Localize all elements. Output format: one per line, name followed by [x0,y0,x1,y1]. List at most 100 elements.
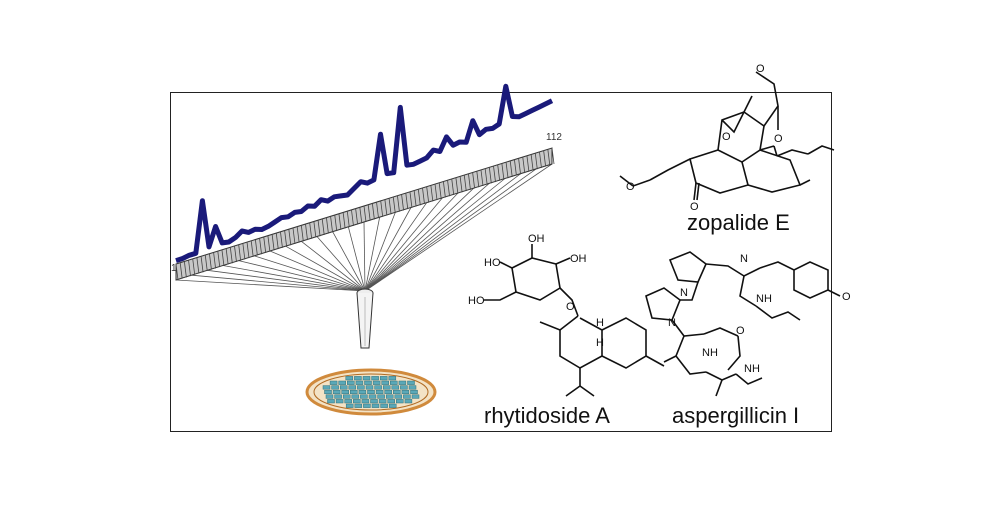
plate-well [350,389,358,395]
axis-tick [179,262,183,279]
axis-tick [384,199,388,216]
plate-well [391,385,400,390]
axis-tick [539,151,542,168]
plate-well [400,385,408,390]
axis-tick [530,154,534,171]
plate-well [360,394,368,399]
compound-label-zopalide-e: zopalide E [687,210,790,235]
axis-tick [476,171,480,188]
fan-line [207,269,366,292]
fan-line [269,250,366,292]
plate-well [327,399,335,404]
plate-well [345,376,354,381]
axis-tick [359,207,363,224]
well-plate [305,368,437,416]
plate-well [353,399,361,404]
axis-tick [204,254,208,272]
plate-well [348,385,357,390]
axis-tick [501,163,505,180]
plate-well [324,389,332,395]
plate-well [388,403,397,408]
plate-well [401,389,410,395]
fan-line [364,192,459,292]
svg-text:O: O [774,133,783,145]
axis-tick [346,211,350,228]
plate-well [378,399,387,404]
fraction-axis-band [175,147,555,281]
plate-well [325,394,334,399]
axis-tick [309,222,313,239]
plate-well [375,389,384,395]
plate-well [332,389,341,395]
plate-well [388,376,397,381]
plate-well [371,376,379,381]
plate-well [347,380,355,385]
plate-well [370,399,378,404]
axis-tick [438,182,442,199]
axis-tick [188,260,191,277]
plate-well [355,380,364,385]
axis-tick [250,240,254,257]
plate-well [342,394,351,399]
plate-well [398,380,407,385]
plate-well [338,380,346,385]
fan-line [364,187,474,292]
axis-tick [422,187,425,205]
axis-tick [280,231,283,248]
axis-tick [292,227,296,244]
plate-well [354,403,363,408]
fan-line [364,183,490,292]
axis-tick [526,155,530,172]
plate-well [403,394,411,399]
plate-well [365,385,374,390]
axis-tick [367,204,371,221]
svg-text:N: N [680,287,688,299]
axis-tick [342,212,346,229]
axis-tick [288,229,292,246]
svg-text:NH: NH [744,363,760,375]
svg-text:OH: OH [528,233,545,245]
plate-well [411,394,420,399]
axis-tick [551,147,555,165]
axis-tick [493,165,496,183]
fan-line [364,173,521,292]
axis-tick [434,184,438,201]
svg-text:O: O [722,131,731,143]
plate-well [362,376,371,381]
plate-well [351,394,360,399]
axis-tick [514,159,517,176]
axis-tick [505,162,509,179]
svg-text:H: H [596,317,604,329]
axis-tick [447,180,450,197]
axis-tick [326,217,329,234]
plate-well [358,389,367,395]
fan-line [364,178,506,292]
spray-nozzle [356,288,374,349]
plate-well [385,394,394,399]
plate-well [410,389,418,395]
axis-tick [397,195,400,212]
plate-well [322,385,331,390]
axis-tick [388,198,392,215]
rhytidoside-a-atoms: OH HO OH HO O H H [468,233,604,349]
fraction-spectrum: 1 112 [171,83,562,292]
axis-tick [300,225,304,242]
fan-line [254,255,366,292]
fraction-fan-lines [175,163,553,292]
axis-tick [296,226,300,243]
axis-tick [518,158,521,175]
svg-text:O: O [566,301,575,313]
zopalide-e-structure [619,71,835,201]
plate-well [367,389,375,395]
axis-end-label: 112 [546,132,562,143]
svg-text:O: O [736,325,745,337]
plate-well [396,399,404,404]
svg-text:HO: HO [484,257,501,269]
fan-line [175,279,366,292]
axis-tick [413,190,417,207]
plate-well [331,385,339,390]
fan-line [191,274,366,292]
plate-well [381,380,389,385]
axis-tick [234,245,237,263]
